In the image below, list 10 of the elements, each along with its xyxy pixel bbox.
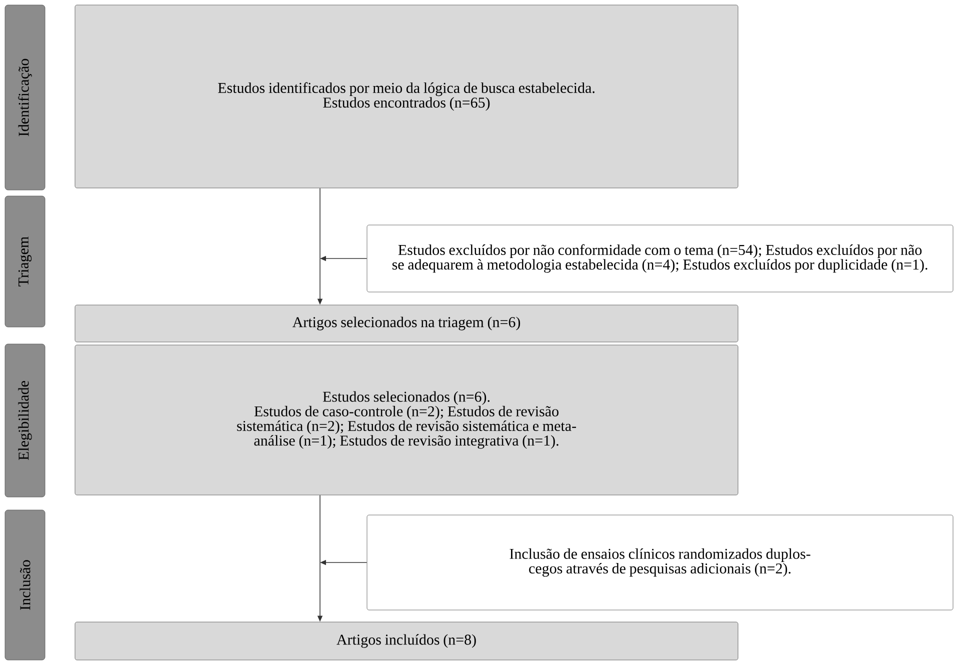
stage-band: Elegibilidade	[4, 344, 46, 498]
stage-band: Identificação	[4, 4, 46, 190]
process-box: Estudos identificados por meio da lógica de busca estabelecida. Estudos encontrados (n=65)	[74, 4, 738, 188]
process-box: Estudos selecionados (n=6). Estudos de caso-controle (n=2); Estudos de revisão sistemática (n=2); Estudos de revisão sistemática e meta-análise (n=1); Estudos de revisão integrativa (n=1).	[74, 344, 738, 496]
note-box: Estudos excluídos por não conformidade com o tema (n=54); Estudos excluídos por não se adequarem à metodologia estabelecida (n=4); Estudos excluídos por duplicidade (n=1).	[366, 224, 954, 292]
stage-band: Triagem	[4, 196, 46, 328]
process-box: Artigos selecionados na triagem (n=6)	[74, 304, 738, 342]
process-box: Artigos incluídos (n=8)	[74, 622, 738, 660]
note-box: Inclusão de ensaios clínicos randomizados duplos-cegos através de pesquisas adicionais (n=2).	[366, 514, 954, 610]
stage-band: Inclusão	[4, 510, 46, 660]
